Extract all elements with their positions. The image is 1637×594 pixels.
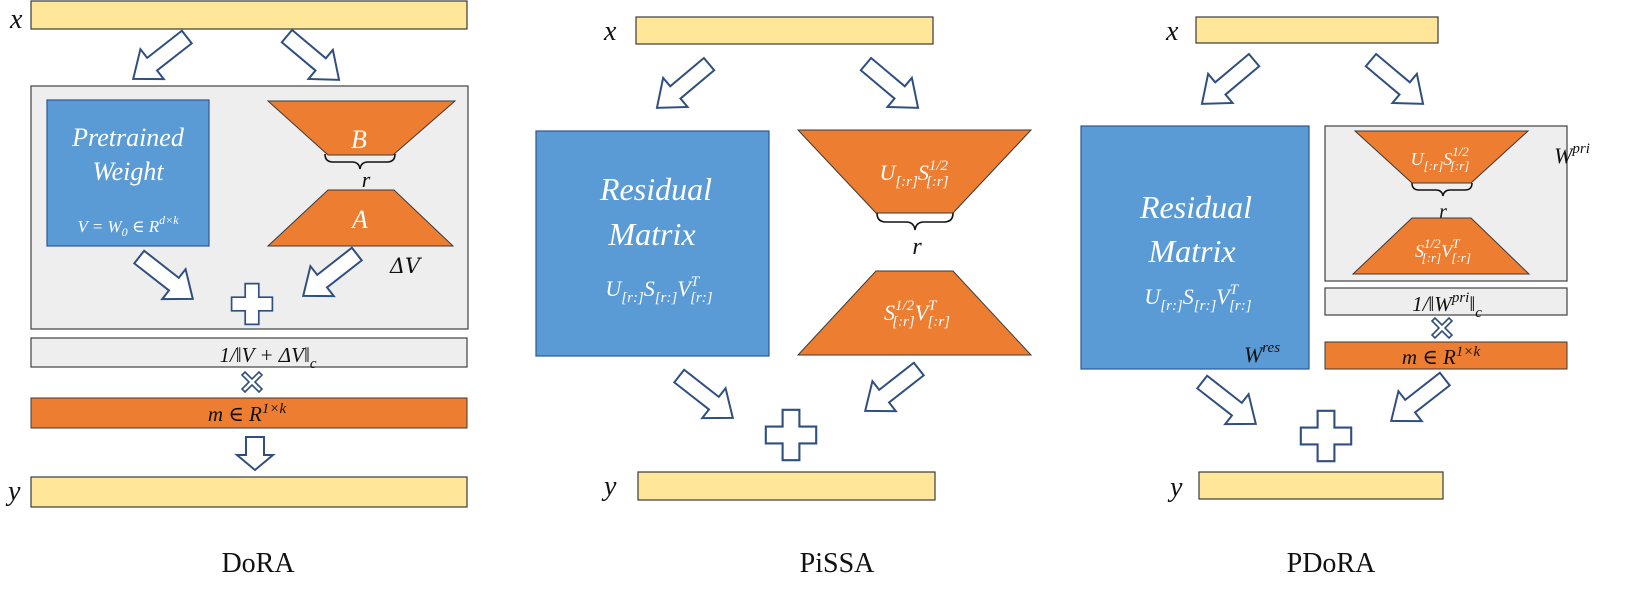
pissa-residual-matrix-box	[535, 130, 770, 357]
pdora-residual-line2: Matrix	[1147, 233, 1235, 269]
dora-pretrained-line1: Pretrained	[71, 123, 185, 152]
dora-norm-bar	[30, 337, 468, 368]
pissa-r-brace	[876, 212, 954, 231]
dora-pretrained-line2: Weight	[92, 157, 164, 186]
pdora-magnitude-bar	[1324, 341, 1568, 370]
dora-matrix-a	[266, 189, 455, 247]
pdora-residual-usv: U[r:]S[r:]VT[r:]	[1144, 282, 1251, 314]
pissa-residual-line2: Matrix	[607, 216, 695, 252]
pdora-plus-icon	[1299, 409, 1353, 463]
dora-magnitude-bar	[30, 397, 468, 429]
pdora-arrow-x-to-residual	[1188, 44, 1268, 120]
pdora-arrow-x-to-principal	[1357, 44, 1437, 120]
pissa-caption: PiSSA	[800, 548, 875, 579]
pissa-residual-usv: U[r:]S[r:]VT[r:]	[605, 274, 712, 306]
pdora-x-label: x	[1165, 16, 1179, 47]
pissa-residual-line1: Residual	[599, 171, 712, 207]
pissa-bottom-label: S1/2[:r]VT[:r]	[884, 298, 950, 330]
dora-r-label: r	[362, 167, 371, 192]
pdora-input-bar	[1195, 16, 1439, 44]
pissa-top-label: U[:r]S1/2[:r]	[879, 158, 948, 190]
pissa-arrow-principal-to-plus	[852, 353, 932, 427]
pissa-r-label: r	[912, 234, 922, 260]
pdora-bottom-label: S1/2[:r]VT[:r]	[1415, 236, 1471, 265]
pissa-arrow-x-to-principal	[852, 48, 932, 124]
pdora-residual-matrix-box	[1080, 125, 1310, 370]
pissa-panel: x Residual Matrix U[r:]S[r:]VT[r:] U[:r]…	[535, 16, 1033, 579]
dora-norm-label: 1/‖V + ΔV‖c	[219, 343, 316, 372]
dora-multiply-icon	[241, 371, 263, 393]
pdora-panel: x Residual Matrix U[r:]S[r:]VT[r:] Wres …	[1080, 16, 1590, 579]
pissa-plus-icon	[764, 408, 818, 462]
pissa-x-label: x	[603, 16, 617, 47]
dora-pretrained-equation: V = W0 ∈ Rd×k	[77, 213, 179, 239]
dora-arrow-down	[234, 436, 276, 472]
dora-b-label: B	[351, 125, 367, 154]
dora-magnitude-label: m ∈ R1×k	[208, 401, 287, 426]
dora-input-bar	[30, 0, 468, 30]
dora-panel: x Pretrained Weight V = W0 ∈ Rd×k B r A …	[5, 0, 469, 579]
pdora-principal-v	[1351, 217, 1531, 275]
pdora-norm-bar	[1324, 287, 1568, 316]
pdora-top-label: U[:r]S1/2[:r]	[1411, 144, 1470, 173]
pdora-principal-u	[1353, 130, 1530, 184]
pissa-input-bar	[635, 16, 934, 45]
dora-delta-v-label: ΔV	[389, 254, 422, 278]
dora-r-brace	[324, 153, 396, 170]
dora-a-label: A	[350, 205, 368, 234]
pdora-wres-label: Wres	[1244, 340, 1280, 367]
pissa-arrow-x-to-residual	[643, 48, 723, 124]
pissa-principal-u	[796, 129, 1033, 214]
dora-output-bar	[30, 476, 468, 508]
dora-pretrained-weight-box	[46, 99, 210, 247]
pdora-wpri-label: Wpri	[1554, 141, 1590, 168]
pdora-output-bar	[1198, 471, 1444, 500]
pdora-residual-line1: Residual	[1139, 189, 1252, 225]
pdora-y-label: y	[1167, 472, 1183, 503]
dora-arrow-x-to-weight	[120, 21, 200, 95]
pdora-arrow-principal-to-plus	[1378, 363, 1458, 437]
dora-arrow-x-to-lora	[273, 20, 353, 96]
pdora-arrow-residual-to-plus	[1189, 366, 1269, 440]
dora-y-label: y	[5, 476, 21, 507]
pdora-caption: PDoRA	[1287, 548, 1376, 579]
pdora-r-brace	[1411, 182, 1473, 197]
dora-x-label: x	[9, 4, 23, 35]
pissa-y-label: y	[601, 471, 617, 502]
pdora-multiply-icon	[1431, 317, 1453, 339]
dora-matrix-b	[266, 100, 457, 156]
dora-caption: DoRA	[221, 548, 295, 579]
pdora-r-label: r	[1439, 201, 1447, 223]
pdora-magnitude-label: m ∈ R1×k	[1402, 344, 1481, 369]
pissa-arrow-residual-to-plus	[666, 360, 746, 434]
pdora-norm-label: 1/‖Wpri‖c	[1412, 290, 1482, 321]
pissa-principal-v	[796, 270, 1033, 356]
pissa-output-bar	[637, 471, 936, 501]
